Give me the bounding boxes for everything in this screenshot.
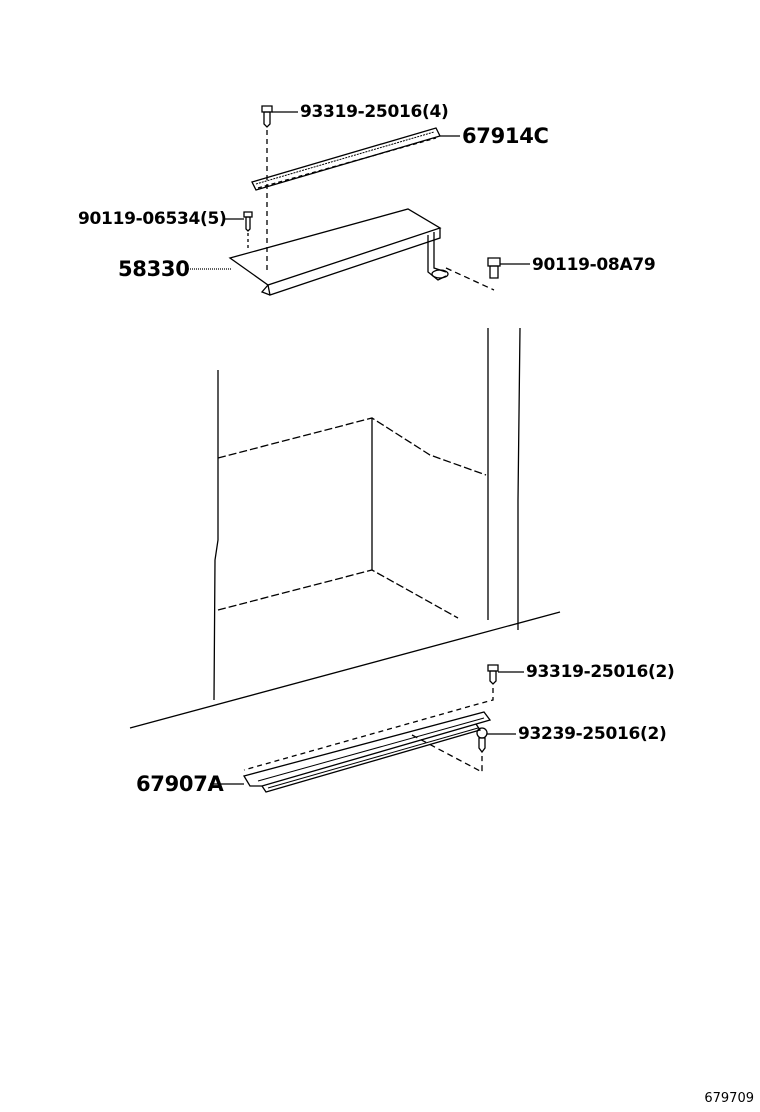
- scuff-plate-lower: [210, 711, 492, 793]
- label-58330: 58330: [118, 257, 190, 281]
- tapping-screw-icon: [476, 727, 516, 754]
- label-93319-25016-2: 93319-25016(2): [526, 662, 675, 682]
- label-93319-25016-4: 93319-25016(4): [300, 102, 449, 122]
- body-outline: [129, 327, 561, 729]
- label-90119-08A79: 90119-08A79: [532, 255, 656, 275]
- screw-icon: [224, 211, 253, 232]
- screw-icon: [487, 664, 524, 685]
- bracket-plate: [188, 208, 449, 296]
- bolt-icon: [487, 257, 530, 279]
- label-90119-06534-5: 90119-06534(5): [78, 209, 227, 229]
- label-67914C: 67914C: [462, 124, 549, 148]
- scuff-strip-upper: [251, 127, 460, 191]
- figure-id: 679709: [704, 1091, 754, 1106]
- label-67907A: 67907A: [136, 772, 224, 796]
- label-93239-25016-2: 93239-25016(2): [518, 724, 667, 744]
- screw-icon: [261, 105, 298, 128]
